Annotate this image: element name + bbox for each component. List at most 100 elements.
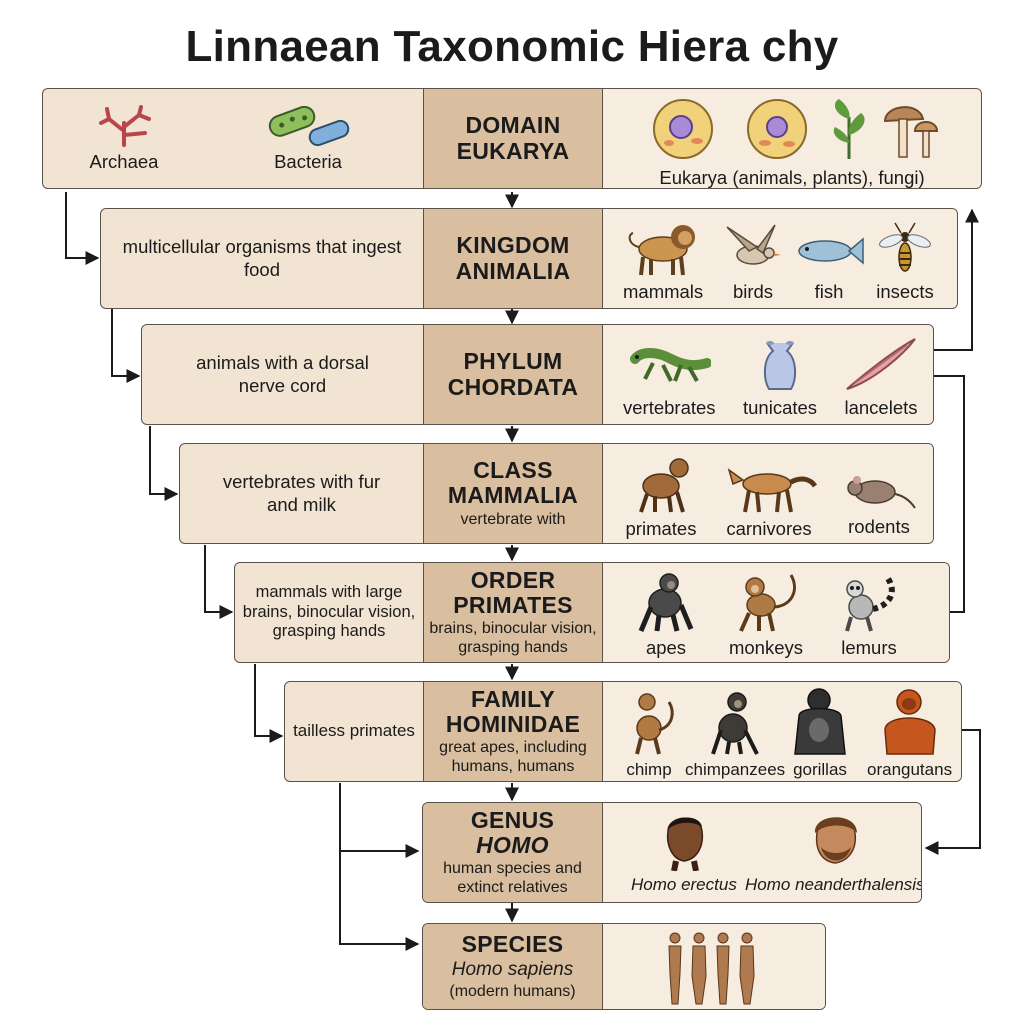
phylum-example-vertebrates-label: vertebrates — [623, 397, 716, 418]
ape-icon — [638, 573, 694, 632]
phylum-row: animals with a dorsal nerve cord PHYLUM … — [141, 324, 934, 425]
primate-icon — [639, 458, 689, 513]
family-row: tailless primates FAMILY HOMINIDAE great… — [284, 681, 962, 782]
species-row: SPECIES Homo sapiens (modern humans) — [422, 923, 826, 1010]
gorilla-icon — [794, 688, 846, 755]
phylum-example-lancelets: lancelets — [843, 335, 919, 419]
phylum-example-vertebrates: vertebrates — [623, 337, 716, 419]
genus-name: HOMO — [476, 832, 549, 859]
kingdom-example-fish: fish — [793, 225, 865, 303]
neanderthal-head-icon — [814, 817, 857, 864]
family-example-chimp: chimp — [621, 690, 677, 780]
class-example-carnivores-label: carnivores — [726, 518, 812, 539]
genus-row: GENUS HOMO human species and extinct rel… — [422, 802, 922, 903]
lizard-icon — [630, 348, 712, 382]
bacteria-icon — [268, 105, 350, 147]
archaea-icon — [99, 105, 151, 147]
phylum-rank-box: PHYLUM CHORDATA — [423, 325, 603, 424]
lancelet-icon — [846, 338, 916, 390]
species-rank-box: SPECIES Homo sapiens (modern humans) — [423, 924, 603, 1009]
species-name: Homo sapiens — [451, 959, 574, 981]
order-name: PRIMATES — [453, 592, 573, 619]
family-rank-box: FAMILY HOMINIDAE great apes, including h… — [423, 682, 603, 781]
domain-outgroups: Archaea Bacteria — [43, 89, 423, 188]
mushroom-icon — [883, 106, 939, 158]
orangutan-icon — [883, 689, 936, 755]
family-description: tailless primates — [293, 721, 415, 741]
family-sub: great apes, including humans, humans — [439, 739, 587, 775]
order-examples: apes monkeys lemurs — [603, 563, 949, 662]
lemur-icon — [845, 575, 895, 632]
bird-icon — [726, 224, 781, 265]
fish-icon — [798, 237, 864, 265]
family-example-orangutans: orangutans — [867, 686, 952, 780]
plant-sprout-icon — [833, 99, 865, 159]
family-example-orangutans-label: orangutans — [867, 760, 953, 779]
bacteria-item: Bacteria — [263, 101, 353, 173]
chimp-icon — [635, 693, 674, 755]
order-example-lemurs: lemurs — [831, 569, 907, 659]
order-example-monkeys-label: monkeys — [728, 637, 804, 658]
domain-examples: Eukarya (animals, plants), fungi) — [603, 89, 981, 188]
class-example-carnivores: carnivores — [721, 456, 817, 540]
diagram-title: Linnaean Taxonomic Hiera chy — [185, 22, 839, 71]
phylum-rank: PHYLUM — [463, 348, 563, 375]
class-example-rodents: rodents — [841, 466, 917, 538]
order-rank-box: ORDER PRIMATES brains, binocular vision,… — [423, 563, 603, 662]
phylum-example-tunicates: tunicates — [743, 335, 817, 419]
rodent-icon — [847, 476, 916, 509]
phylum-example-tunicates-label: tunicates — [743, 397, 818, 418]
phylum-name: CHORDATA — [447, 373, 579, 400]
kingdom-example-insects-label: insects — [876, 281, 934, 302]
kingdom-description: multicellular organisms that ingest food — [122, 236, 402, 280]
genus-example-homo-erectus-label: Homo erectus — [631, 875, 737, 894]
class-sub: vertebrate with — [460, 510, 566, 528]
human-figures-icon — [668, 932, 755, 1005]
kingdom-rank: KINGDOM — [456, 232, 570, 259]
carnivore-icon — [727, 468, 817, 513]
monkey-icon — [739, 574, 796, 632]
genus-sub: human species and extinct relatives — [443, 860, 582, 896]
kingdom-example-birds-label: birds — [732, 281, 774, 302]
order-row: mammals with large brains, binocular vis… — [234, 562, 950, 663]
genus-example-neanderthalensis-label: Homo neanderthalensis — [745, 875, 922, 894]
bacteria-label: Bacteria — [274, 151, 342, 172]
plant-cell-icon — [747, 99, 807, 159]
archaea-item: Archaea — [89, 105, 159, 173]
domain-example-caption: Eukarya (animals, plants), fungi) — [659, 167, 925, 188]
family-rank: FAMILY — [470, 685, 556, 712]
class-examples: primates carnivores rodents — [603, 444, 933, 543]
kingdom-rank-box: KINGDOM ANIMALIA — [423, 209, 603, 308]
domain-rank: DOMAIN — [465, 112, 561, 139]
class-example-rodents-label: rodents — [848, 516, 910, 537]
phylum-description: animals with a dorsal nerve cord — [196, 352, 369, 396]
kingdom-example-birds: birds — [723, 219, 783, 303]
family-name: HOMINIDAE — [445, 711, 581, 738]
order-example-lemurs-label: lemurs — [841, 637, 897, 658]
order-example-apes: apes — [631, 571, 701, 659]
phylum-example-lancelets-label: lancelets — [844, 397, 918, 418]
class-rank-box: CLASS MAMMALIA vertebrate with — [423, 444, 603, 543]
domain-name: EUKARYA — [456, 137, 570, 164]
species-examples — [603, 924, 825, 1009]
lion-icon — [628, 225, 696, 276]
phylum-examples: vertebrates tunicates lancelets — [603, 325, 933, 424]
class-description: vertebrates with fur and milk — [222, 471, 381, 515]
class-row: vertebrates with fur and milk CLASS MAMM… — [179, 443, 934, 544]
order-example-monkeys: monkeys — [727, 569, 805, 659]
homo-erectus-head-icon — [666, 817, 704, 871]
order-rank: ORDER — [470, 566, 556, 593]
class-name: MAMMALIA — [447, 482, 579, 509]
family-example-chimpanzees: chimpanzees — [685, 690, 785, 780]
order-sub: brains, binocular vision, grasping hands — [429, 620, 597, 656]
class-example-primates: primates — [625, 454, 697, 540]
genus-rank: GENUS — [470, 806, 555, 833]
family-example-gorillas: gorillas — [789, 686, 851, 780]
species-sub: (modern humans) — [449, 982, 576, 1000]
chimpanzee-icon — [711, 692, 759, 755]
family-examples: chimp chimpanzees gorillas — [603, 682, 961, 781]
order-description: mammals with large brains, binocular vis… — [242, 582, 416, 641]
genus-rank-box: GENUS HOMO human species and extinct rel… — [423, 803, 603, 902]
insect-icon — [879, 222, 931, 272]
